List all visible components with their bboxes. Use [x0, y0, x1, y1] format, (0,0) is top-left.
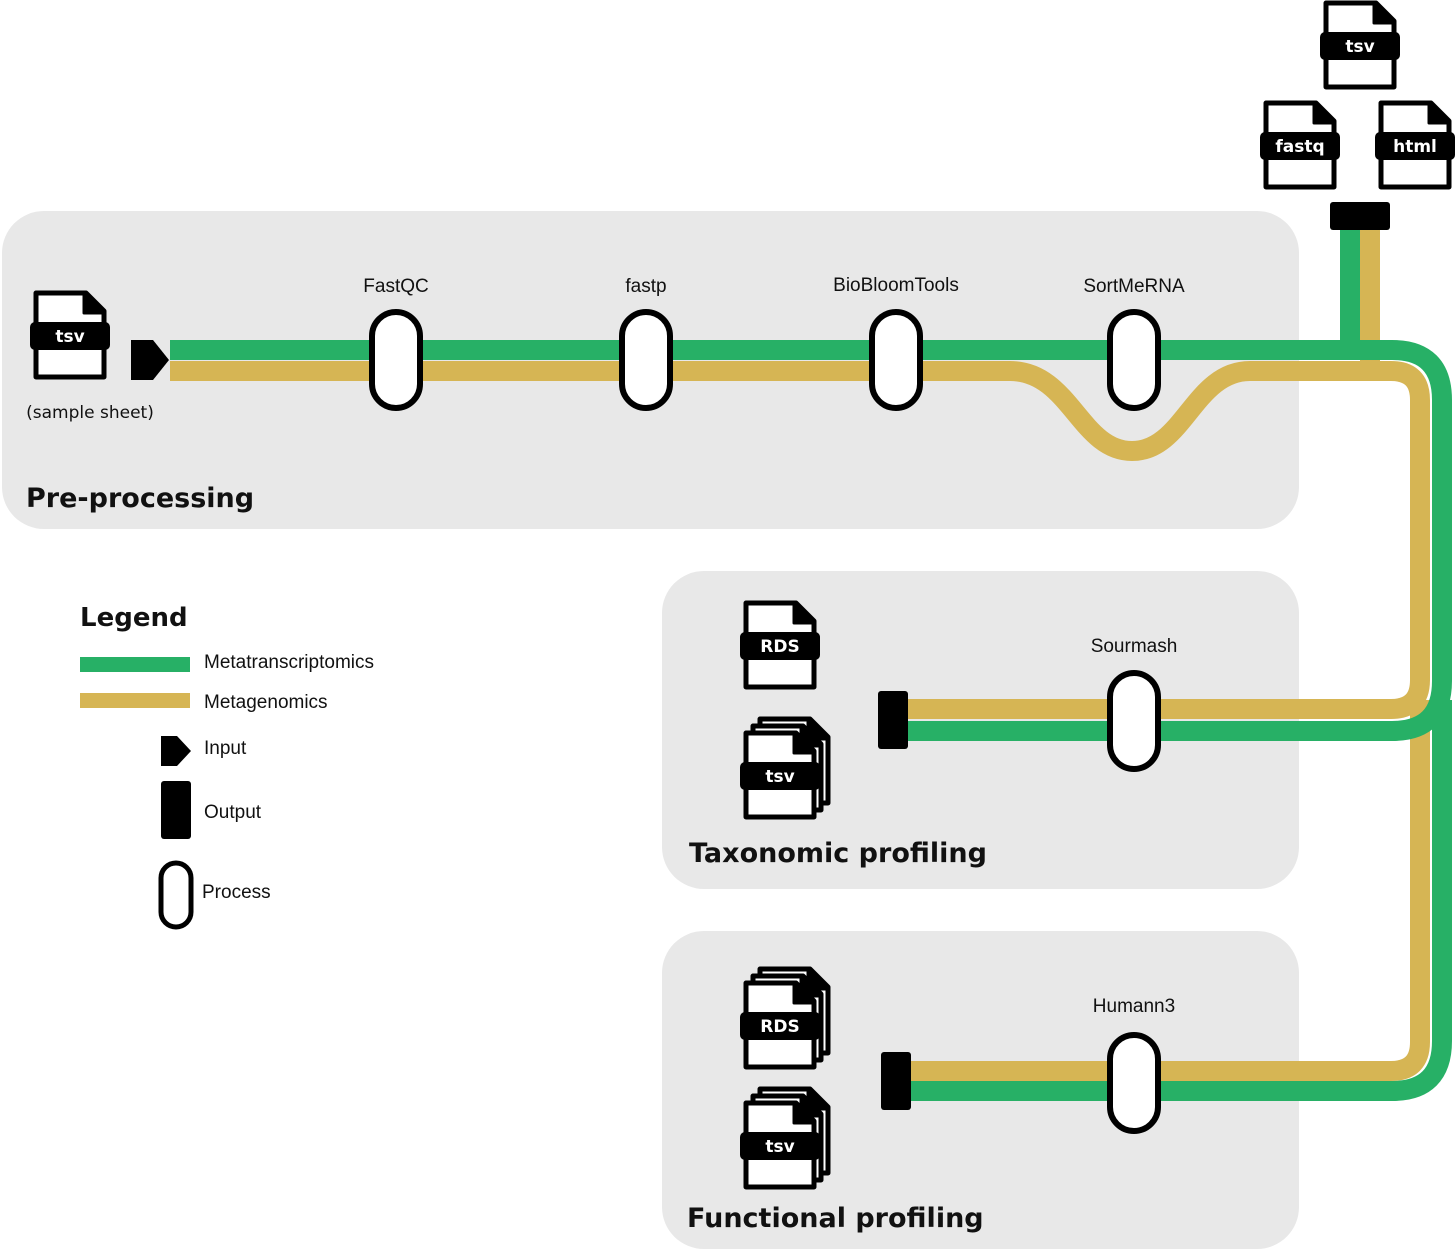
output-file-html-icon: html	[1375, 103, 1455, 187]
output-file-ext-left: fastq	[1275, 137, 1324, 157]
input-file-ext: tsv	[55, 327, 84, 347]
legend-input-icon	[161, 736, 191, 766]
process-sortmerna	[1110, 312, 1158, 408]
legend-process-label: Process	[202, 882, 271, 903]
legend-metatranscriptomics-swatch	[80, 657, 190, 672]
process-label-fastqc: FastQC	[363, 276, 428, 297]
output-file-fastq-icon: fastq	[1260, 103, 1340, 187]
functional-rds-stack-icon: RDS	[740, 969, 828, 1067]
process-biobloomtools	[872, 312, 920, 408]
process-label-sourmash: Sourmash	[1091, 636, 1178, 657]
output-file-ext-top: tsv	[1345, 37, 1374, 57]
legend-output-icon	[161, 781, 191, 839]
section-title-preprocessing: Pre-processing	[26, 483, 254, 514]
input-file-icon: tsv	[30, 293, 110, 377]
process-label-fastp: fastp	[625, 276, 666, 297]
taxonomic-output-marker-icon	[878, 691, 908, 749]
legend-metagenomics-swatch	[80, 693, 190, 708]
input-caption: (sample sheet)	[26, 403, 154, 423]
metatranscriptomics-route	[170, 228, 1452, 1101]
process-sourmash	[1110, 673, 1158, 769]
functional-tsv-stack-icon: tsv	[740, 1089, 828, 1187]
section-title-taxonomic: Taxonomic profiling	[689, 838, 987, 869]
taxonomic-tsv-stack-icon: tsv	[740, 719, 828, 817]
taxonomic-rds-file-icon: RDS	[740, 603, 820, 687]
legend-process-icon	[158, 860, 194, 930]
legend-output-label: Output	[204, 802, 262, 823]
legend: Legend Metatranscriptomics Metagenomics …	[80, 603, 374, 930]
process-fastqc	[372, 312, 420, 408]
input-marker-icon	[131, 340, 169, 380]
functional-output-marker-icon	[881, 1052, 911, 1110]
taxonomic-file2-ext: tsv	[765, 767, 794, 787]
process-humann3	[1110, 1035, 1158, 1131]
output-file-tsv-icon: tsv	[1320, 3, 1400, 87]
legend-metagenomics-label: Metagenomics	[204, 692, 328, 713]
legend-title: Legend	[80, 603, 188, 633]
legend-input-label: Input	[204, 738, 247, 759]
functional-file2-ext: tsv	[765, 1137, 794, 1157]
process-label-biobloomtools: BioBloomTools	[833, 275, 959, 296]
preprocessing-output-marker-icon	[1330, 202, 1390, 230]
legend-metatranscriptomics-label: Metatranscriptomics	[204, 652, 374, 673]
process-label-humann3: Humann3	[1093, 996, 1175, 1017]
functional-file1-ext: RDS	[760, 1017, 799, 1037]
process-label-sortmerna: SortMeRNA	[1083, 276, 1185, 297]
output-file-ext-right: html	[1393, 137, 1437, 157]
section-title-functional: Functional profiling	[687, 1203, 984, 1234]
taxonomic-file1-ext: RDS	[760, 637, 799, 657]
process-fastp	[622, 312, 670, 408]
